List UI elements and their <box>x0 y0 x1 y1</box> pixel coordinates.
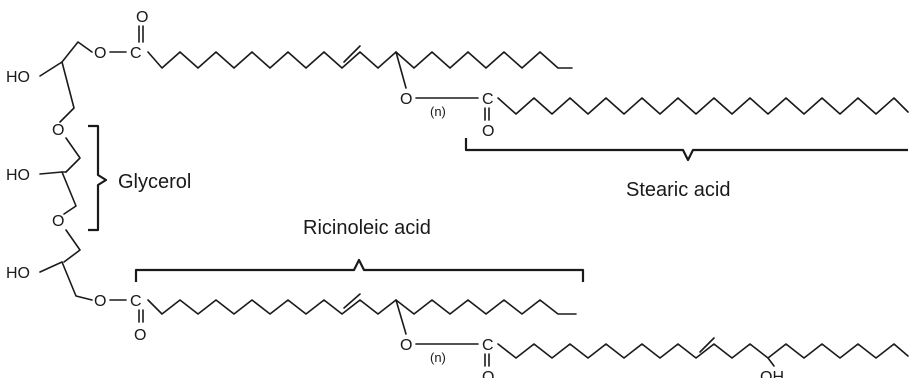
bottom-right-ricinoleic-chain: C O OH <box>482 337 909 378</box>
glycerol-label: Glycerol <box>118 171 191 193</box>
carbon-label-1: C <box>130 45 142 62</box>
stearic-acid-brace <box>464 138 908 162</box>
bond-ether-2 <box>63 229 81 263</box>
stearic-acid-label: Stearic acid <box>626 179 731 201</box>
bond-ether-1 <box>65 137 81 173</box>
ester-oxygen-1: O <box>94 45 106 62</box>
bottom-chain-double-bond <box>343 293 361 309</box>
bond-unit-1-down <box>59 61 75 123</box>
ether-oxygen-1: O <box>52 122 64 139</box>
carbonyl-oxygen-2: O <box>482 123 494 140</box>
hydroxyl-label-3: HO <box>6 265 30 282</box>
stearic-acid-chain: C O <box>482 91 909 140</box>
stearic-backbone <box>497 97 909 115</box>
bond-unit-1-top <box>39 41 93 77</box>
carbonyl-oxygen-4: O <box>482 369 494 378</box>
hydroxyl-label-2: HO <box>6 167 30 184</box>
top-chain-double-bond <box>343 45 361 63</box>
top-ricinoleic-chain: O C O (n) <box>130 9 573 119</box>
ester-oxygen-3: O <box>94 293 106 310</box>
ether-oxygen-2: O <box>52 213 64 230</box>
carbonyl-oxygen-3: O <box>134 327 146 344</box>
hydroxyl-label-4: OH <box>760 369 784 378</box>
bond-unit-2-down <box>61 171 77 215</box>
bottom-right-double-bond <box>699 337 715 353</box>
bottom-ricinoleic-chain: C O O (n) <box>130 293 577 365</box>
top-chain-branch <box>395 51 407 89</box>
hydroxyl-label-1: HO <box>6 69 30 86</box>
carbon-label-4: C <box>482 337 494 354</box>
repeat-n-1: (n) <box>430 104 446 119</box>
carbon-label-3: C <box>130 293 142 310</box>
glycerol-brace <box>88 124 108 232</box>
carbonyl-oxygen-1: O <box>136 9 148 26</box>
ricinoleic-acid-label: Ricinoleic acid <box>303 217 431 239</box>
bottom-chain-backbone <box>147 299 577 315</box>
bottom-right-branch <box>767 357 775 367</box>
carbon-label-2: C <box>482 91 494 108</box>
glycerol-backbone: HO O O HO O HO O <box>6 41 127 310</box>
bottom-chain-branch <box>395 299 407 335</box>
branch-oxygen-1: O <box>400 91 412 108</box>
branch-oxygen-2: O <box>400 337 412 354</box>
repeat-n-2: (n) <box>430 350 446 365</box>
top-chain-backbone <box>147 51 573 69</box>
bottom-right-backbone <box>497 343 909 359</box>
ricinoleic-acid-brace <box>134 258 585 282</box>
bond-unit-3 <box>39 261 93 301</box>
